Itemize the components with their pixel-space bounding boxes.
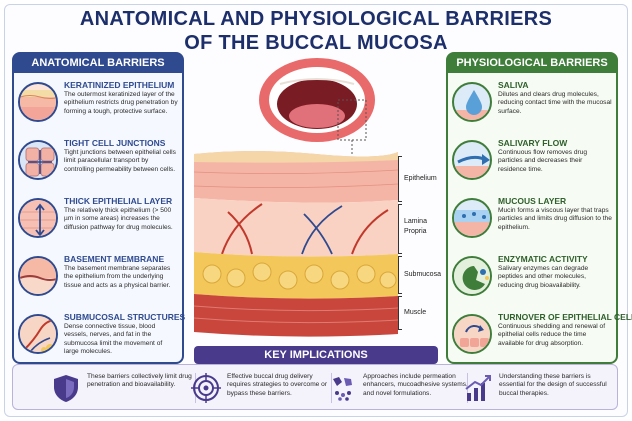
buccal-mucosa-illustration — [193, 58, 399, 337]
layer-label-muscle: Muscle — [404, 309, 427, 316]
item-title: BASEMENT MEMBRANE — [64, 254, 165, 264]
anatomical-barriers-heading: ANATOMICAL BARRIERS — [13, 53, 183, 73]
barrier-item-basement-membrane: BASEMENT MEMBRANE The basement membrane … — [18, 254, 178, 312]
thick-epithelium-icon — [18, 198, 58, 238]
item-title: KERATINIZED EPITHELIUM — [64, 80, 175, 90]
barrier-item-salivary-flow: SALIVARY FLOW Continuous flow removes dr… — [452, 138, 612, 196]
item-title: THICK EPITHELIAL LAYER — [64, 196, 173, 206]
physiological-barriers-heading: PHYSIOLOGICAL BARRIERS — [447, 53, 617, 73]
key-implications-heading: KEY IMPLICATIONS — [194, 346, 438, 364]
layer-label-lamina: Lamina — [404, 218, 427, 225]
item-desc: Continuous flow removes drug particles a… — [498, 149, 588, 173]
item-desc: Continuous shedding and renewal of epith… — [498, 323, 606, 347]
layer-label-submucosa: Submucosa — [404, 271, 441, 278]
item-title: SALIVA — [498, 80, 529, 90]
barrier-item-submucosal: SUBMUCOSAL STRUCTURES Dense connective t… — [18, 312, 185, 370]
keratinized-epithelium-icon — [18, 82, 58, 122]
implication-divider — [331, 373, 332, 403]
barrier-item-enzymatic: ENZYMATIC ACTIVITY Salivary enzymes can … — [452, 254, 612, 312]
implication-item: Understanding these barriers is essentia… — [461, 371, 609, 407]
barrier-item-turnover: TURNOVER OF EPITHELIAL CELLS Continuous … — [452, 312, 632, 370]
item-title: ENZYMATIC ACTIVITY — [498, 254, 588, 264]
barrier-item-thick-epithelium: THICK EPITHELIAL LAYER The relatively th… — [18, 196, 178, 254]
title-line-1: ANATOMICAL AND PHYSIOLOGICAL BARRIERS — [79, 8, 553, 30]
enzyme-icon — [452, 256, 492, 296]
key-implications-box: These barriers collectively limit drug p… — [12, 364, 618, 410]
implication-item: These barriers collectively limit drug p… — [49, 371, 197, 407]
barrier-item-tight-junctions: TIGHT CELL JUNCTIONS Tight junctions bet… — [18, 138, 178, 196]
implication-text: Understanding these barriers is essentia… — [499, 373, 607, 397]
item-desc: Tight junctions between epithelial cells… — [64, 149, 176, 173]
item-desc: Mucin forms a viscous layer that traps p… — [498, 207, 612, 231]
item-title: TIGHT CELL JUNCTIONS — [64, 138, 166, 148]
implication-item: Approaches include permeation enhancers,… — [325, 371, 473, 407]
epithelium-bracket — [398, 156, 402, 202]
cell-turnover-icon — [452, 314, 492, 354]
target-icon — [191, 373, 221, 403]
barrier-item-mucous-layer: MUCOUS LAYER Mucin forms a viscous layer… — [452, 196, 612, 254]
growth-chart-icon — [465, 375, 491, 401]
muscle-layer — [193, 294, 399, 337]
lamina-propria-layer — [194, 198, 398, 257]
basement-membrane-icon — [18, 256, 58, 296]
title-line-2: OF THE BUCCAL MUCOSA — [184, 32, 448, 54]
layer-label-epithelium: Epithelium — [404, 175, 437, 182]
item-desc: The outermost keratinized layer of the e… — [64, 91, 178, 115]
item-desc: The relatively thick epithelium (> 500 µ… — [64, 207, 173, 231]
epithelium-layer — [193, 151, 399, 203]
implication-text: Effective buccal drug delivery requires … — [227, 373, 328, 397]
implication-text: Approaches include permeation enhancers,… — [363, 373, 468, 397]
molecules-icon — [333, 377, 352, 401]
lamina-propria-bracket — [398, 204, 402, 254]
implication-item: Effective buccal drug delivery requires … — [189, 371, 337, 407]
item-title: TURNOVER OF EPITHELIAL CELLS — [498, 312, 632, 322]
layer-label-propria: Propria — [404, 228, 427, 235]
saliva-drop-icon — [452, 82, 492, 122]
tight-junctions-icon — [18, 140, 58, 180]
barrier-item-keratinized: KERATINIZED EPITHELIUM The outermost ker… — [18, 80, 178, 138]
mouth-illustration — [259, 58, 375, 154]
item-title: SALIVARY FLOW — [498, 138, 568, 148]
salivary-flow-arrow-icon — [452, 140, 492, 180]
mucous-layer-icon — [452, 198, 492, 238]
shield-icon — [54, 375, 78, 402]
physiological-barriers-panel: PHYSIOLOGICAL BARRIERS SALIVA Dilutes an… — [446, 52, 632, 364]
barrier-item-saliva: SALIVA Dilutes and clears drug molecules… — [452, 80, 612, 138]
submucosa-bracket — [398, 256, 402, 294]
item-desc: Dense connective tissue, blood vessels, … — [64, 323, 163, 355]
muscle-bracket — [398, 296, 402, 330]
item-title: SUBMUCOSAL STRUCTURES — [64, 312, 186, 322]
item-title: MUCOUS LAYER — [498, 196, 567, 206]
item-desc: Dilutes and clears drug molecules, reduc… — [498, 91, 612, 115]
item-desc: Salivary enzymes can degrade peptides an… — [498, 265, 589, 289]
submucosal-structures-icon — [18, 314, 58, 354]
submucosa-layer — [194, 252, 398, 299]
anatomical-barriers-panel: ANATOMICAL BARRIERS KERATINIZED EPITHELI… — [12, 52, 185, 364]
item-desc: The basement membrane separates the epit… — [64, 265, 171, 289]
implication-text: These barriers collectively limit drug p… — [87, 373, 192, 389]
